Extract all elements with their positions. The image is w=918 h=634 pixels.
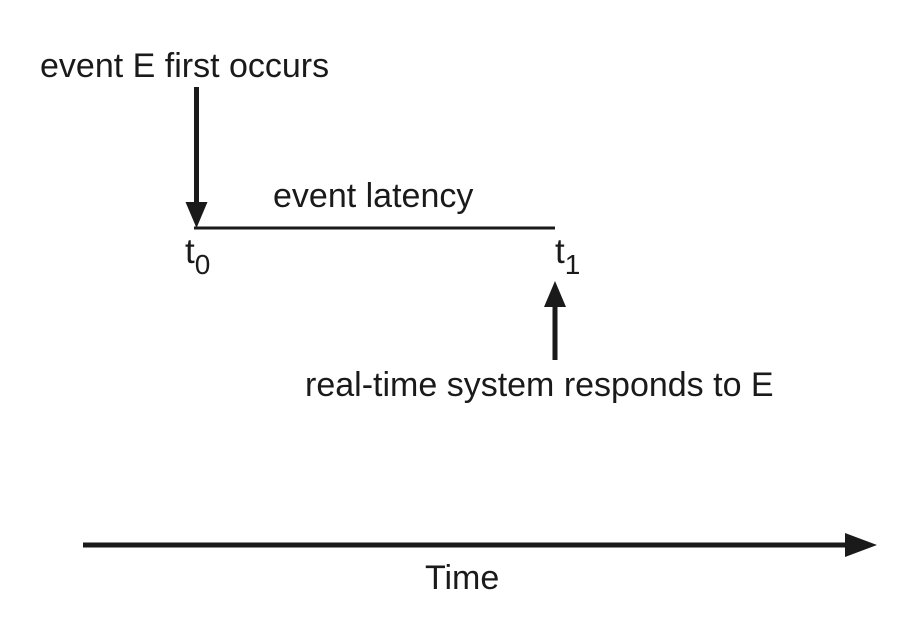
t1-base: t [555, 232, 565, 271]
t0-subscript: 0 [194, 249, 211, 280]
event-occurrence-arrow-down [185, 87, 208, 228]
t1-subscript: 1 [564, 249, 581, 280]
time-axis-label: Time [425, 559, 500, 597]
time-axis-arrow [83, 533, 877, 557]
response-arrow-up [544, 281, 566, 360]
t0-label: t0 [185, 232, 210, 279]
t0-base: t [185, 232, 195, 271]
t1-label: t1 [555, 232, 580, 279]
event-latency-label: event latency [273, 177, 474, 215]
system-responds-label: real-time system responds to E [305, 366, 774, 404]
event-occurs-label: event E first occurs [40, 47, 330, 85]
